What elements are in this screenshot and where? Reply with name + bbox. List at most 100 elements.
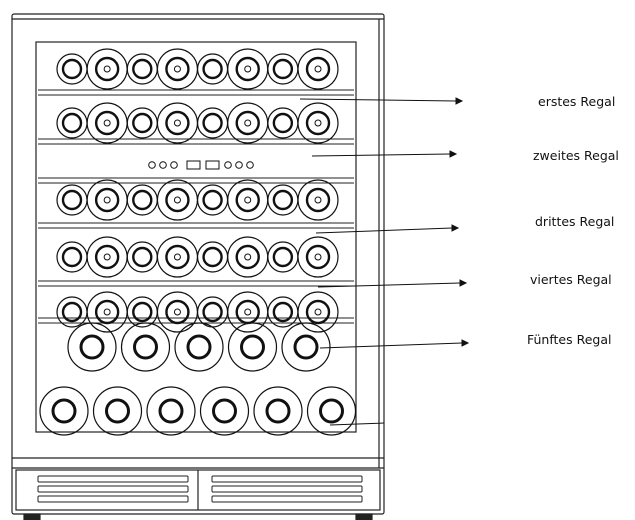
bottle-cork-row1-2 (103, 65, 111, 73)
bottle-neck-row2-3 (132, 112, 153, 134)
bottle-row5-6 (227, 291, 269, 333)
bottle-row2-2 (86, 102, 128, 144)
control-panel (148, 160, 254, 170)
bottle-cork-row2-8 (314, 119, 322, 127)
panel-button-right-1 (224, 161, 232, 169)
bottle-cork-row2-6 (244, 119, 252, 127)
panel-button-left-3 (170, 161, 178, 169)
bottle-row4-2 (86, 236, 128, 278)
bottle-neck-row5-3 (132, 301, 153, 323)
bottle-row2-4 (156, 102, 199, 144)
panel-button-left-1 (148, 161, 156, 169)
bottle-neck-row1-4 (165, 56, 190, 82)
pointer-arrowhead-1 (455, 97, 464, 105)
bottle-row3-4 (156, 179, 199, 221)
bottom-bottle-b-neck-1 (51, 398, 77, 424)
bottle-row1-3 (126, 53, 158, 85)
right-foot (355, 513, 373, 520)
bottle-row4-6 (227, 236, 269, 278)
grille-slat-right-1 (211, 475, 363, 483)
bottom-bottle-b-1 (39, 386, 89, 436)
bottom-bottle-a-neck-4 (240, 334, 265, 360)
bottle-neck-row4-5 (202, 246, 223, 268)
bottle-row2-3 (126, 107, 158, 139)
bottle-neck-row2-1 (61, 112, 83, 134)
bottle-neck-row3-1 (61, 189, 83, 211)
cabinet (11, 13, 385, 520)
label-shelf-1: erstes Regal (538, 94, 616, 109)
pointer-arrowhead-5 (461, 339, 470, 347)
bottom-bottle-b-neck-5 (265, 398, 291, 424)
panel-display-2 (205, 160, 220, 170)
bottom-bottle-a-1 (67, 322, 117, 372)
bottle-cork-row1-4 (173, 65, 181, 73)
bottle-neck-row2-6 (235, 110, 260, 136)
bottle-row2-8 (297, 102, 339, 144)
bottle-neck-row4-3 (132, 246, 153, 268)
panel-button-right-3 (246, 161, 254, 169)
panel-display-1 (186, 160, 201, 170)
bottle-row5-8 (297, 291, 339, 333)
bottle-cork-row4-4 (173, 253, 181, 261)
bottom-bottle-b-neck-2 (105, 398, 130, 424)
left-foot (23, 513, 41, 520)
bottle-row1-6 (227, 48, 269, 90)
bottle-row5-4 (156, 291, 199, 333)
label-shelf-5: Fünftes Regal (527, 332, 612, 347)
bottom-bottle-a-4 (227, 322, 278, 372)
bottle-row4-3 (126, 241, 158, 273)
bottle-neck-row1-1 (61, 58, 83, 80)
bottle-neck-row3-4 (165, 187, 190, 213)
grille-slat-left-3 (37, 495, 189, 503)
bottle-neck-row4-6 (235, 244, 260, 270)
bottle-neck-row1-7 (272, 58, 294, 80)
bottle-row3-5 (196, 184, 229, 216)
bottle-neck-row2-8 (305, 110, 331, 136)
bottle-cork-row5-2 (103, 308, 111, 316)
bottle-row3-8 (297, 179, 339, 221)
label-shelf-3: drittes Regal (535, 214, 615, 229)
bottle-neck-row4-7 (272, 246, 294, 268)
bottle-row1-7 (267, 53, 299, 85)
bottom-bottle-b-3 (146, 386, 196, 436)
grille-slat-right-3 (211, 495, 363, 503)
grille-slat-left-2 (37, 485, 189, 493)
bottle-neck-row2-5 (202, 112, 223, 134)
bottle-row3-2 (86, 179, 128, 221)
bottle-row2-7 (267, 107, 299, 139)
pointer-line-2 (311, 153, 451, 157)
bottle-row4-8 (297, 236, 339, 278)
bottle-cork-row5-8 (314, 308, 322, 316)
bottom-bottle-b-neck-3 (158, 398, 184, 424)
bottle-row2-6 (227, 102, 269, 144)
bottle-neck-row3-6 (235, 187, 260, 213)
bottom-bottle-b-5 (253, 386, 303, 436)
bottom-bottle-b-neck-6 (319, 398, 344, 424)
bottle-neck-row3-3 (132, 189, 153, 211)
bottle-row2-1 (56, 107, 88, 139)
bottle-cork-row5-6 (244, 308, 252, 316)
bottle-cork-row2-2 (103, 119, 111, 127)
grille-slat-right-2 (211, 485, 363, 493)
bottle-neck-row1-3 (132, 58, 153, 80)
bottle-row3-6 (227, 179, 269, 221)
bottle-row4-7 (267, 241, 299, 273)
bottle-row3-1 (56, 184, 88, 216)
bottle-neck-row5-5 (202, 301, 223, 323)
bottle-cork-row4-2 (103, 253, 111, 261)
pointer-arrowhead-4 (459, 279, 468, 287)
bottle-neck-row4-1 (61, 246, 83, 268)
bottle-neck-row3-8 (305, 187, 331, 213)
bottom-bottle-a-neck-3 (186, 334, 212, 360)
bottle-row4-5 (196, 241, 229, 273)
bottle-cork-row3-2 (103, 196, 111, 204)
bottle-neck-row1-8 (305, 56, 331, 82)
cabinet-outer-frame (11, 13, 385, 515)
bottle-row3-7 (267, 184, 299, 216)
bottom-bottle-a-2 (120, 322, 171, 372)
bottle-neck-row4-8 (305, 244, 331, 270)
bottle-neck-row5-8 (305, 299, 331, 325)
vent-grille (37, 475, 363, 503)
bottom-bottle-a-3 (174, 322, 224, 372)
